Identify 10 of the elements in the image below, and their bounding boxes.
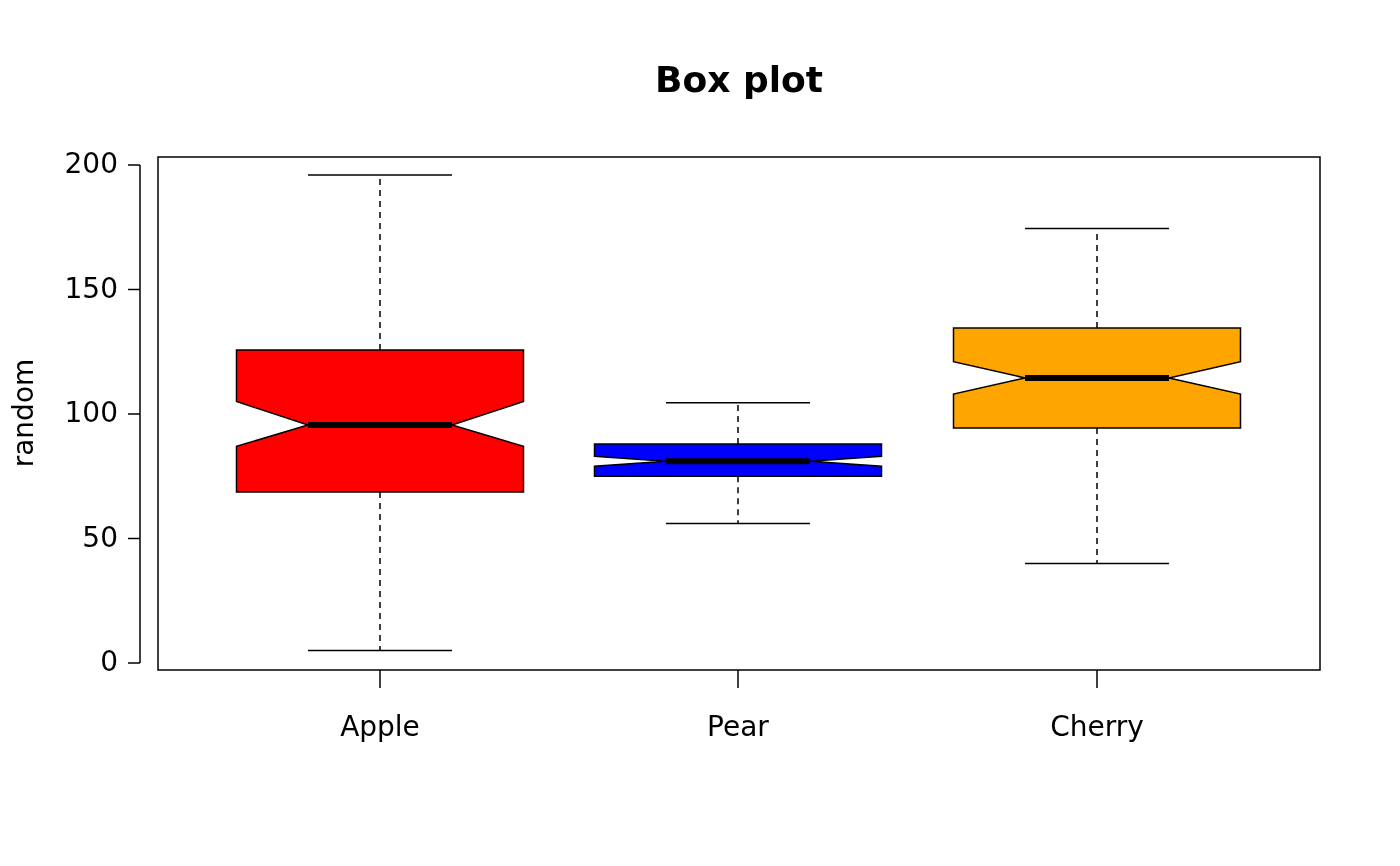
tick-label: 0 (100, 648, 118, 676)
category-label: Cherry (1050, 713, 1144, 741)
axis-title: random (10, 358, 38, 468)
tick-label: 150 (64, 274, 118, 303)
chart-title: Box plot (655, 62, 823, 98)
tick-label: 200 (64, 150, 118, 178)
tick-label: 100 (64, 399, 118, 427)
category-label: Apple (340, 713, 420, 741)
category-label: Pear (707, 713, 769, 741)
tick-label: 50 (82, 523, 118, 552)
